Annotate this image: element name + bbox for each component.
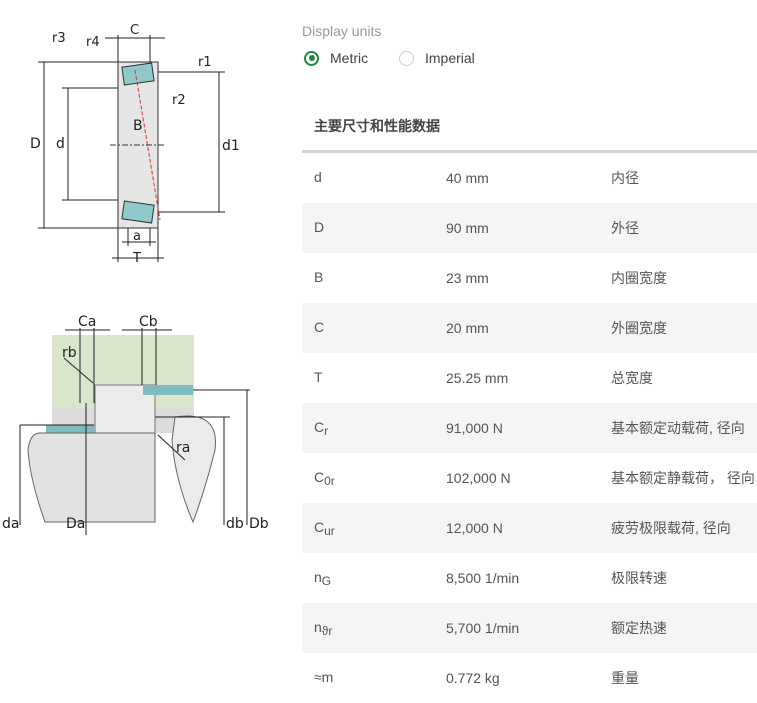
label-B: B [133, 118, 143, 134]
symbol-main: T [314, 368, 323, 385]
radio-selected-icon [304, 50, 319, 66]
spec-value: 0.772 kg [446, 670, 500, 686]
spec-description: 额定热速 [611, 620, 667, 636]
symbol-main: C [314, 518, 325, 535]
table-row: C 20 mm 外圈宽度 [302, 303, 757, 353]
bearing-dimension-drawing: r3 r4 C r1 r2 D d B d1 a T [30, 23, 240, 266]
spec-symbol: nG [302, 569, 446, 588]
symbol-main: C [314, 418, 325, 435]
table-row: B 23 mm 内圈宽度 [302, 253, 757, 303]
spec-description: 疲劳极限载荷, 径向 [611, 520, 731, 536]
mounting-dimension-drawing: Ca Cb rb ra da Da db Db [2, 314, 269, 535]
label-Cb: Cb [139, 314, 158, 330]
spec-value: 8,500 1/min [446, 570, 520, 586]
label-Da: Da [66, 516, 85, 532]
spec-description: 基本额定动载荷, 径向 [611, 420, 745, 436]
label-a: a [133, 229, 141, 244]
spec-symbol: Cur [302, 519, 446, 538]
symbol-main: C [314, 318, 325, 335]
label-Ca: Ca [78, 314, 96, 330]
symbol-main: C [314, 468, 325, 485]
spec-description: 极限转速 [611, 570, 667, 586]
label-r4: r4 [86, 35, 100, 50]
spec-description: 内径 [611, 170, 639, 186]
spec-symbol: ≈m [302, 669, 446, 688]
label-db: db [226, 516, 244, 532]
spec-description: 总宽度 [611, 370, 653, 386]
spec-value: 91,000 N [446, 420, 503, 436]
symbol-main: ≈m [314, 668, 334, 685]
symbol-main: D [314, 218, 325, 235]
label-C: C [130, 23, 139, 38]
spec-value: 102,000 N [446, 470, 511, 486]
radio-imperial-label: Imperial [425, 50, 475, 66]
spec-description: 重量 [611, 670, 639, 686]
spec-value: 20 mm [446, 320, 489, 336]
spec-symbol: C0r [302, 469, 446, 488]
spec-description: 基本额定静载荷， 径向 [611, 470, 755, 486]
section-title: 主要尺寸和性能数据 [314, 118, 440, 134]
label-d1: d1 [222, 138, 240, 154]
label-D: D [30, 136, 41, 152]
table-row: D 90 mm 外径 [302, 203, 757, 253]
spec-symbol: D [302, 219, 446, 238]
spec-symbol: d [302, 169, 446, 188]
divider [302, 150, 757, 153]
spec-description: 外径 [611, 220, 639, 236]
spec-symbol: Cr [302, 419, 446, 438]
table-row: T 25.25 mm 总宽度 [302, 353, 757, 403]
spec-symbol: nϑr [302, 619, 446, 638]
label-r2: r2 [172, 93, 186, 108]
spec-value: 25.25 mm [446, 370, 509, 386]
symbol-subscript: ϑr [321, 623, 333, 638]
spec-description: 内圈宽度 [611, 270, 667, 286]
label-rb: rb [62, 345, 77, 361]
symbol-subscript: 0r [324, 473, 335, 488]
specs-table: d 40 mm 内径 D 90 mm 外径 B 23 mm 内圈宽度 C 20 mm 外圈宽度 T 25.… [302, 153, 757, 703]
spec-symbol: B [302, 269, 446, 288]
radio-metric[interactable]: Metric [304, 50, 368, 66]
symbol-subscript: ur [324, 523, 335, 538]
spec-symbol: C [302, 319, 446, 338]
radio-metric-label: Metric [330, 50, 369, 66]
spec-value: 12,000 N [446, 520, 503, 536]
symbol-main: d [314, 168, 322, 185]
spec-value: 90 mm [446, 220, 489, 236]
label-r1: r1 [198, 55, 212, 70]
label-T: T [132, 251, 141, 266]
label-Db: Db [249, 516, 269, 532]
radio-unselected-icon [399, 50, 414, 66]
table-row: ≈m 0.772 kg 重量 [302, 653, 757, 703]
label-da: da [2, 516, 19, 532]
symbol-main: B [314, 268, 324, 285]
symbol-subscript: r [324, 423, 329, 438]
label-ra: ra [176, 440, 190, 456]
symbol-main: n [314, 618, 322, 635]
table-row: d 40 mm 内径 [302, 153, 757, 203]
radio-imperial[interactable]: Imperial [399, 50, 475, 66]
spec-value: 5,700 1/min [446, 620, 520, 636]
label-r3: r3 [52, 31, 66, 46]
symbol-main: n [314, 568, 322, 585]
spec-symbol: T [302, 369, 446, 388]
label-d: d [56, 136, 65, 152]
spec-value: 23 mm [446, 270, 489, 286]
spec-description: 外圈宽度 [611, 320, 667, 336]
spec-value: 40 mm [446, 170, 489, 186]
symbol-subscript: G [321, 573, 332, 588]
display-units-label: Display units [302, 23, 382, 39]
